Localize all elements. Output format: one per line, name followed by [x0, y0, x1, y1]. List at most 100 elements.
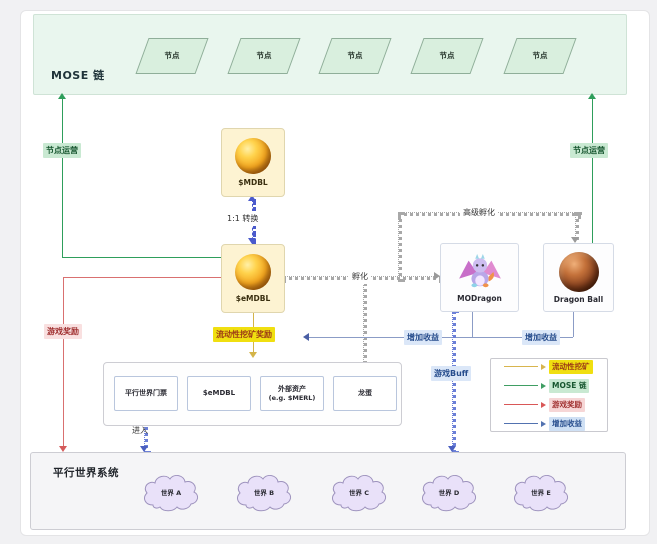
legend[interactable]: 流动性挖矿 MOSE 链 游戏奖励 增加收益: [490, 358, 608, 432]
edge-boost-riser-modragon: [472, 310, 473, 337]
token-emdbl-label: $eMDBL: [235, 294, 271, 303]
edge-label-node-ops-right: 节点运营: [570, 143, 608, 158]
edge-label-enter: 进入: [132, 426, 148, 435]
assets-panel[interactable]: 平行世界门票 $eMDBL 外部资产 (e.g. $MERL) 龙蛋: [103, 362, 402, 426]
node-label: 节点: [532, 51, 548, 60]
edge-label-game-buff: 游戏Buff: [431, 366, 472, 381]
node-shape-5[interactable]: 节点: [503, 38, 577, 74]
edge-label-boost-right: 增加收益: [522, 330, 560, 345]
arrowhead-up-green-right: [588, 93, 596, 99]
cloud-icon: [422, 474, 477, 512]
asset-ticket[interactable]: 平行世界门票: [114, 376, 178, 411]
legend-arrow-red-icon: [541, 401, 546, 408]
node-dragon-ball[interactable]: Dragon Ball: [543, 243, 614, 312]
parallel-world-system[interactable]: 平行世界系统 世界 A 世界 B 世界 C 世界 D 世界 E: [30, 452, 626, 530]
node-label: 节点: [347, 51, 363, 60]
node-label: 节点: [164, 51, 180, 60]
edge-game-buff: [452, 310, 456, 454]
legend-arrow-green-icon: [541, 382, 546, 389]
node-label: 节点: [439, 51, 455, 60]
world-e-label: 世界 E: [531, 489, 551, 497]
cloud-icon: [514, 474, 569, 512]
cloud-icon: [144, 474, 199, 512]
arrowhead-down-red: [59, 446, 67, 452]
arrowhead-up-green-left: [58, 93, 66, 99]
world-b-label: 世界 B: [253, 489, 275, 497]
node-shape-4[interactable]: 节点: [410, 38, 484, 74]
arrowhead-right-hatch: [434, 272, 440, 280]
asset-external-sublabel: (e.g. $MERL): [268, 393, 316, 402]
asset-emdbl-label: $eMDBL: [202, 389, 236, 398]
legend-row-mose: MOSE 链: [491, 378, 607, 393]
edge-label-advanced-hatch: 高级孵化: [460, 205, 498, 220]
cloud-icon: [237, 474, 292, 512]
legend-arrow-blue-icon: [541, 420, 546, 427]
token-emdbl[interactable]: $eMDBL: [221, 244, 285, 313]
edge-advanced-hatch-riser: [398, 212, 402, 282]
asset-dragon-egg-label: 龙蛋: [358, 389, 372, 398]
dragon-icon: [458, 253, 501, 287]
world-a-label: 世界 A: [160, 489, 182, 497]
mose-chain-banner[interactable]: MOSE 链 节点 节点 节点 节点 节点: [33, 14, 627, 95]
legend-label-liquidity: 流动性挖矿: [549, 359, 593, 374]
node-modragon[interactable]: MODragon: [440, 243, 519, 312]
node-shape-3[interactable]: 节点: [318, 38, 392, 74]
arrowhead-up-convert: [248, 195, 256, 201]
arrowhead-down-convert: [248, 238, 256, 244]
edge-label-hatch: 孵化: [349, 269, 371, 284]
legend-arrow-yellow-icon: [541, 363, 546, 370]
legend-line-green: [504, 385, 538, 386]
node-modragon-label: MODragon: [457, 293, 502, 303]
token-mdbl[interactable]: $MDBL: [221, 128, 285, 197]
asset-ticket-label: 平行世界门票: [125, 389, 167, 398]
node-shape-2[interactable]: 节点: [227, 38, 301, 74]
legend-label-boost: 增加收益: [549, 416, 585, 431]
edge-label-boost-left: 增加收益: [404, 330, 442, 345]
legend-line-red: [504, 404, 538, 405]
legend-row-game-reward: 游戏奖励: [491, 397, 607, 412]
edge-node-ops-left-vertical: [62, 97, 63, 257]
edge-label-liquidity-reward: 流动性挖矿奖励: [213, 327, 275, 342]
arrowhead-down-game-buff: [448, 446, 456, 452]
asset-dragon-egg[interactable]: 龙蛋: [333, 376, 397, 411]
legend-label-game-reward: 游戏奖励: [549, 397, 585, 412]
asset-external[interactable]: 外部资产 (e.g. $MERL): [260, 376, 324, 411]
cloud-icon: [332, 474, 387, 512]
mose-chain-label: MOSE 链: [51, 69, 105, 82]
edge-label-node-ops-left: 节点运营: [43, 143, 81, 158]
edge-game-reward-horizontal: [63, 277, 221, 278]
edge-node-ops-left-horizontal: [62, 257, 221, 258]
golden-orb-icon: [235, 254, 271, 290]
node-dragon-ball-label: Dragon Ball: [553, 294, 604, 304]
edge-node-ops-right-vertical: [592, 97, 593, 243]
arrowhead-down-enter: [140, 446, 148, 452]
edge-game-reward-vertical: [63, 277, 64, 447]
node-label: 节点: [256, 51, 272, 60]
world-a[interactable]: 世界 A: [139, 471, 203, 513]
legend-row-liquidity: 流动性挖矿: [491, 359, 607, 374]
arrowhead-down-advanced-hatch: [571, 237, 579, 243]
arrowhead-down-liquidity: [249, 352, 257, 358]
asset-external-label: 外部资产: [278, 385, 306, 394]
legend-line-blue: [504, 423, 538, 424]
edge-label-convert: 1:1 转换: [224, 211, 262, 226]
world-c-label: 世界 C: [348, 489, 370, 497]
legend-label-mose: MOSE 链: [549, 378, 590, 393]
arrowhead-left-boost: [303, 333, 309, 341]
world-e[interactable]: 世界 E: [509, 471, 573, 513]
world-c[interactable]: 世界 C: [327, 471, 391, 513]
golden-orb-icon: [235, 138, 271, 174]
world-b[interactable]: 世界 B: [232, 471, 296, 513]
world-d[interactable]: 世界 D: [417, 471, 481, 513]
dragon-ball-icon: [558, 251, 599, 292]
token-mdbl-label: $MDBL: [238, 178, 268, 187]
legend-line-yellow: [504, 366, 538, 367]
edge-hatch-to-egg: [363, 276, 367, 376]
asset-emdbl[interactable]: $eMDBL: [187, 376, 251, 411]
edge-boost-riser-dragonball: [573, 310, 574, 337]
world-d-label: 世界 D: [438, 489, 460, 497]
parallel-world-system-label: 平行世界系统: [53, 467, 119, 479]
node-shape-1[interactable]: 节点: [135, 38, 209, 74]
edge-label-game-reward: 游戏奖励: [44, 324, 82, 339]
